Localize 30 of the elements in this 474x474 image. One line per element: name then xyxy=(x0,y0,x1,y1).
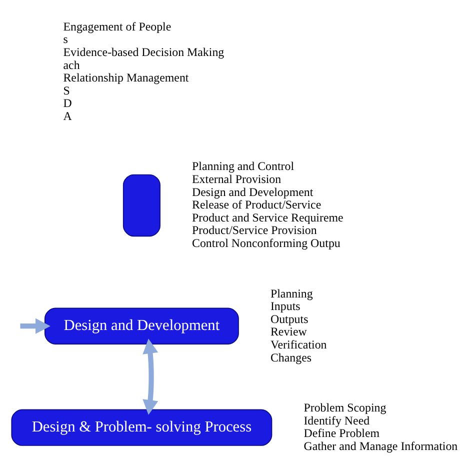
node-label: Planning and Control xyxy=(192,159,294,174)
node-label: Verification xyxy=(270,337,327,352)
node-label: Inputs xyxy=(270,299,300,314)
node-label: Product/Service Provision xyxy=(192,223,317,238)
label: Evidence-based Decision Making xyxy=(63,44,224,59)
node-label: Identify Need xyxy=(304,413,370,428)
node-box: Design and Development xyxy=(44,308,239,344)
label: Relationship Management xyxy=(63,70,189,85)
arrow xyxy=(142,338,158,415)
node-label: Release of Product/Service xyxy=(192,198,322,212)
label: D xyxy=(63,96,72,110)
node-label: External Provision xyxy=(192,172,282,186)
label: S xyxy=(63,83,70,98)
label: Engagement of People xyxy=(63,19,172,34)
node-label: Problem Scoping xyxy=(304,400,386,415)
label: s xyxy=(63,32,68,46)
node-label: Changes xyxy=(270,350,312,364)
node-box xyxy=(122,174,160,237)
node-label: Product and Service Requireme xyxy=(192,210,344,224)
node-label: Planning xyxy=(270,286,313,300)
node-label: Review xyxy=(270,324,307,339)
node-label: Outputs xyxy=(270,312,308,326)
node-label: Design and Development xyxy=(192,184,314,199)
node-label: Define Problem xyxy=(304,426,380,440)
arrow xyxy=(20,318,50,334)
label: A xyxy=(63,108,72,123)
node-box: Design & Problem- solving Process xyxy=(11,409,272,446)
node-label: Control Nonconforming Outpu xyxy=(192,236,340,250)
node-label: Gather and Manage Information xyxy=(304,438,458,453)
label: ach xyxy=(63,58,80,72)
